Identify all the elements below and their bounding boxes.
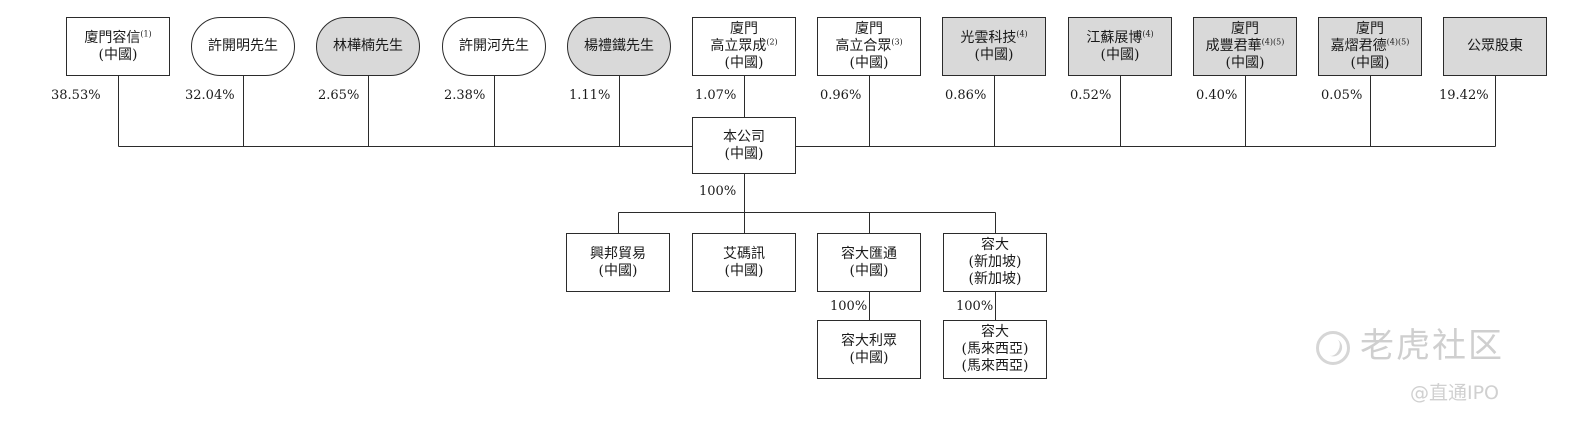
grandchild-box-rongda-malaysia: 容大 (馬來西亞) (馬來西亞) (943, 320, 1047, 379)
grandchild-pct: 100% (830, 299, 868, 314)
shareholding-pct: 2.38% (444, 88, 486, 103)
subsidiary-box-rongda-singapore: 容大 (新加坡) (新加坡) (943, 233, 1047, 292)
shareholder-box-public-shareholders: 公眾股東 (1443, 17, 1547, 76)
shareholding-pct: 1.11% (569, 88, 611, 103)
shareholder-box-chengfeng-junhua: 廈門 成豐君華(4)(5) (中國) (1193, 17, 1297, 76)
shareholding-pct: 32.04% (185, 88, 235, 103)
watermark-brand: 老虎社区 (1316, 318, 1504, 367)
shareholder-box-yang-litie: 楊禮鐵先生 (567, 17, 671, 76)
shareholder-box-gaoli-zhongcheng: 廈門 高立眾成(2) (中國) (692, 17, 796, 76)
subsidiary-box-rongda-huitong: 容大匯通 (中國) (817, 233, 921, 292)
subsidiary-box-xingbang-trading: 興邦貿易 (中國) (566, 233, 670, 292)
shareholder-box-xu-kaiming: 許開明先生 (191, 17, 295, 76)
watermark-handle: @直通IPO (1410, 382, 1500, 404)
shareholding-pct: 0.40% (1196, 88, 1238, 103)
shareholding-pct: 0.86% (945, 88, 987, 103)
grandchild-pct: 100% (956, 299, 994, 314)
shareholder-box-guangyun-tech: 光雲科技(4) (中國) (942, 17, 1046, 76)
shareholding-pct: 1.07% (695, 88, 737, 103)
company-box: 本公司 (中國) (692, 117, 796, 174)
shareholder-box-xu-kaihe: 許開河先生 (442, 17, 546, 76)
shareholding-pct: 0.52% (1070, 88, 1112, 103)
subsidiary-box-aimaxun: 艾碼訊 (中國) (692, 233, 796, 292)
shareholder-box-gaoli-hezhong: 廈門 高立合眾(3) (中國) (817, 17, 921, 76)
shareholder-box-xiamen-rongxin: 廈門容信(1) (中國) (66, 17, 170, 76)
shareholder-box-jiangsu-zhanbo: 江蘇展博(4) (中國) (1068, 17, 1172, 76)
shareholding-pct: 0.96% (820, 88, 862, 103)
shareholding-pct: 2.65% (318, 88, 360, 103)
subsidiary-pct: 100% (699, 184, 737, 199)
shareholding-pct: 0.05% (1321, 88, 1363, 103)
shareholder-box-jiayi-junde: 廈門 嘉熠君德(4)(5) (中國) (1318, 17, 1422, 76)
shareholder-box-lin-huanan: 林樺楠先生 (316, 17, 420, 76)
shareholding-pct: 38.53% (51, 88, 101, 103)
tiger-logo-icon (1316, 330, 1350, 365)
grandchild-box-rongda-lizhong: 容大利眾 (中國) (817, 320, 921, 379)
shareholding-pct: 19.42% (1439, 88, 1489, 103)
